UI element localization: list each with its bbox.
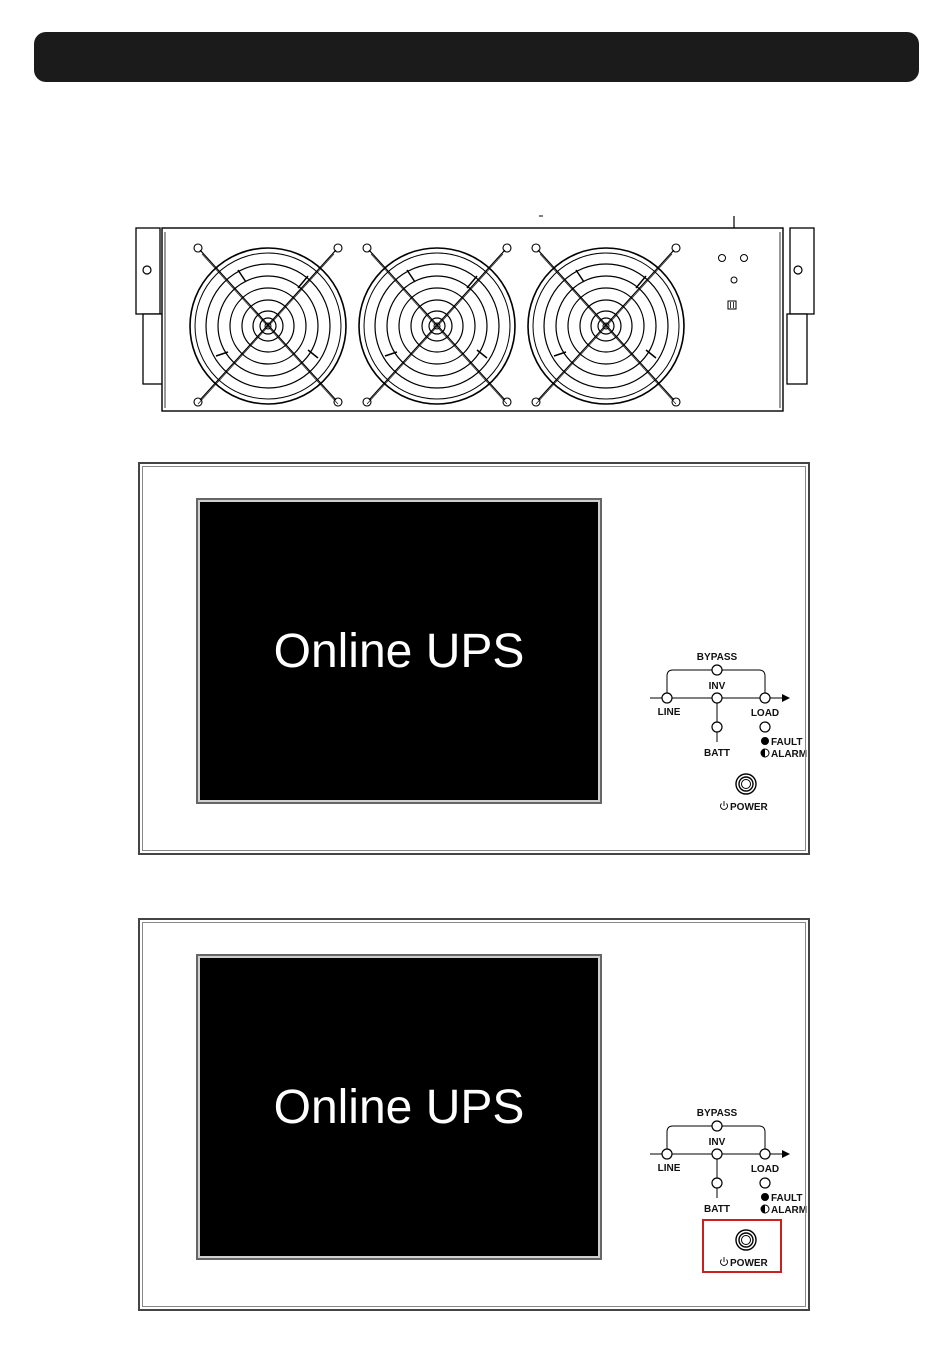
power-button-highlight [702, 1219, 782, 1273]
alarm-half-dot-icon [761, 1205, 769, 1213]
led-bypass [712, 1121, 722, 1131]
label-inv: INV [709, 1137, 726, 1148]
label-fault: FAULT [771, 1193, 802, 1204]
label-line: LINE [658, 707, 681, 718]
label-alarm: ALARM [771, 1205, 807, 1216]
label-alarm: ALARM [771, 749, 807, 760]
led-line [662, 693, 672, 703]
led-fault [760, 1178, 770, 1188]
label-power: POWER [730, 802, 769, 813]
led-load [760, 1149, 770, 1159]
front-panel-1: Online UPS BYPASS INV LINE LOAD [138, 462, 810, 855]
led-bypass [712, 665, 722, 675]
label-fault: FAULT [771, 737, 802, 748]
front-panel-2: Online UPS BYPASS INV LINE LOAD BATT [138, 918, 810, 1311]
led-inv [712, 1149, 722, 1159]
led-inv [712, 693, 722, 703]
alarm-half-dot-icon [761, 749, 769, 757]
screen-text: Online UPS [274, 624, 525, 679]
header-bar [34, 32, 919, 82]
led-load [760, 693, 770, 703]
label-bypass: BYPASS [697, 1108, 738, 1119]
label-load: LOAD [751, 708, 779, 719]
label-batt: BATT [704, 748, 730, 759]
label-line: LINE [658, 1163, 681, 1174]
label-load: LOAD [751, 1164, 779, 1175]
label-inv: INV [709, 681, 726, 692]
fault-dot-icon [761, 737, 769, 745]
fault-dot-icon [761, 1193, 769, 1201]
led-fault [760, 722, 770, 732]
led-indicator-panel: BYPASS INV LINE LOAD BATT FAULT ALARM P [648, 648, 812, 818]
led-line [662, 1149, 672, 1159]
lcd-screen: Online UPS [196, 954, 602, 1260]
label-bypass: BYPASS [697, 652, 738, 663]
lcd-screen: Online UPS [196, 498, 602, 804]
led-batt [712, 1178, 722, 1188]
rear-panel-diagram [135, 210, 815, 415]
led-batt [712, 722, 722, 732]
power-symbol-icon [721, 801, 728, 809]
screen-text: Online UPS [274, 1080, 525, 1135]
power-button[interactable] [736, 774, 756, 794]
label-batt: BATT [704, 1204, 730, 1215]
